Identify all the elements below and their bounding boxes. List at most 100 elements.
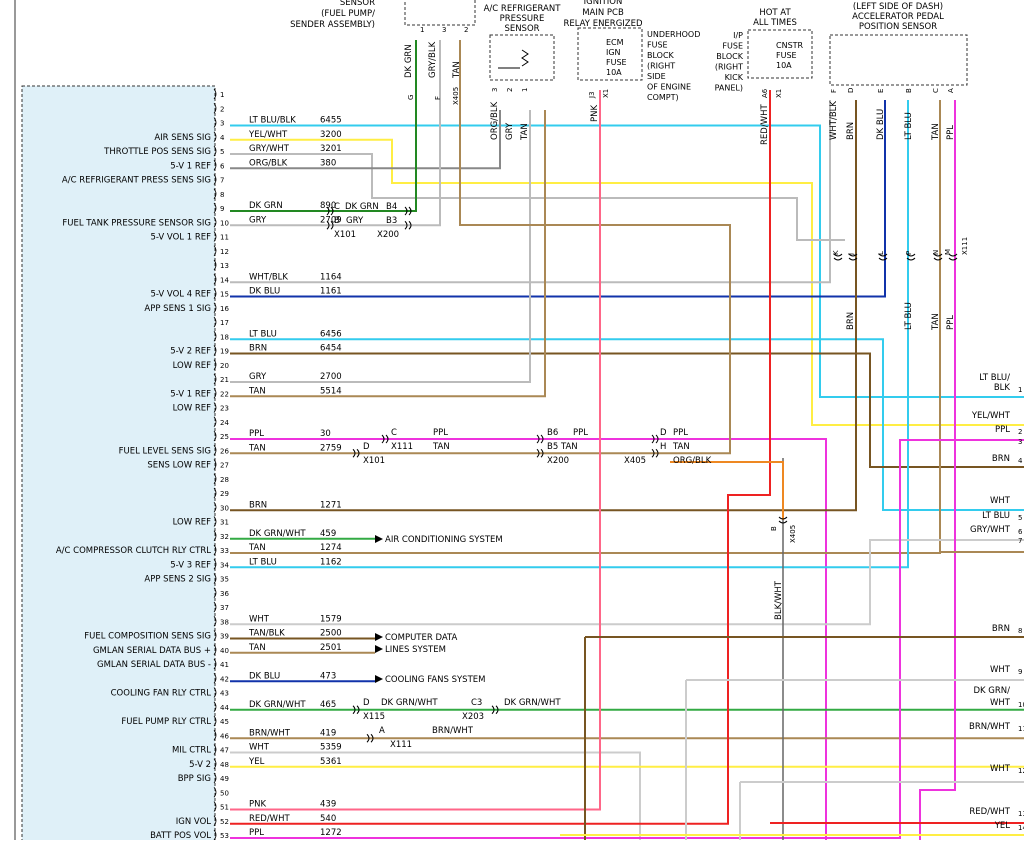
fuel-pump-pin: 3: [442, 26, 446, 34]
pin-number: 4: [220, 134, 225, 142]
ecm-wire-21: [230, 110, 531, 383]
ac-wire-label: ORG/BLK: [490, 101, 500, 140]
app-inline-connector: [933, 253, 943, 261]
pin-number: 16: [220, 305, 229, 313]
inline-label-b5: B5 TAN: [547, 442, 578, 452]
ecm-wire-14: [230, 100, 831, 284]
right-number: 6: [1018, 528, 1023, 536]
pin-label: GMLAN SERIAL DATA BUS +: [93, 646, 211, 656]
pin-number: 53: [220, 832, 229, 840]
circuit-number: 1579: [320, 614, 342, 624]
ac-wire-label: GRY: [505, 122, 515, 140]
circuit-number: 2759: [320, 443, 342, 453]
circuit-number: 5359: [320, 743, 342, 753]
ignition-wire-label: PNK: [590, 105, 600, 122]
right-label: BRN: [992, 624, 1010, 634]
inline-connector: [326, 206, 334, 216]
inline-connector: [352, 705, 360, 715]
circuit-number: 1161: [320, 287, 342, 297]
wire-color: GRY: [249, 215, 267, 225]
wire-color: LT BLU/BLK: [249, 116, 296, 126]
circuit-number: 3201: [320, 144, 342, 154]
ip-fuse-text: PANEL): [715, 84, 743, 93]
pin-label: 5-V VOL 1 REF: [150, 233, 211, 243]
wire-color: DK GRN/WHT: [249, 529, 306, 539]
right-label: WHT: [990, 698, 1011, 708]
pin-number: 46: [220, 732, 229, 740]
app-cavity: M: [944, 249, 952, 255]
right-number: 8: [1018, 627, 1022, 635]
pin-label: BPP SIG: [178, 774, 211, 784]
ignition-pin: J3: [588, 91, 596, 99]
underhood-text: FUSE: [647, 41, 668, 50]
circuit-number: 2700: [320, 372, 342, 382]
right-label: LT BLU/: [979, 373, 1010, 383]
arrow-icon: [375, 535, 383, 543]
app-pin: C: [932, 88, 940, 93]
app-pin: E: [877, 89, 885, 93]
wire-color: DK BLU: [249, 287, 280, 297]
pin-bracket: [213, 744, 217, 755]
right-label: BRN: [992, 454, 1010, 464]
ecm-wire-10: [230, 40, 441, 227]
fuel-pump-pin: 2: [464, 26, 468, 34]
pin-label: FUEL TANK PRESSURE SENSOR SIG: [62, 218, 211, 228]
ignition-fuse-text: 10A: [606, 68, 622, 77]
ecm-wire-22: [230, 110, 546, 398]
pin-bracket: [213, 772, 217, 784]
circuit-number: 6456: [320, 329, 342, 339]
app-pin: B: [905, 88, 913, 93]
inline-label-ppl2: PPL: [573, 428, 588, 438]
inline-label-b: B: [334, 216, 340, 226]
inline-label-x200b: X200: [547, 456, 569, 466]
ignition-title: IGNITION: [584, 0, 623, 7]
underhood-text: SIDE: [647, 72, 666, 81]
inline-label-orgblk: ORG/BLK: [673, 456, 712, 466]
circuit-number: 6454: [320, 344, 342, 354]
pin-number: 9: [220, 205, 224, 213]
pin-number: 1: [220, 91, 224, 99]
underhood-text: OF ENGINE: [647, 83, 691, 92]
right-number: 11: [1018, 725, 1024, 733]
ecm-wire-19: [230, 352, 1024, 468]
ecm-wire-26: [230, 40, 731, 455]
app-title: ACCELERATOR PEDAL: [852, 12, 944, 22]
inline-label-b4: B4: [386, 202, 397, 212]
right-label: PPL: [995, 425, 1010, 435]
app-title: POSITION SENSOR: [859, 22, 937, 32]
pin-number: 6: [220, 162, 225, 170]
app-ppl-wire: [919, 100, 956, 840]
app-cavity: J: [847, 253, 855, 256]
pin-number: 50: [220, 789, 229, 797]
circuit-number: 5361: [320, 757, 342, 767]
ac-sensor-symbol: [498, 49, 529, 69]
fuel-pump-box: [404, 0, 476, 26]
pin-label: LOW REF: [173, 404, 212, 414]
cavity-g: G: [407, 95, 415, 100]
wire-color: DK GRN/WHT: [249, 700, 306, 710]
inline-label-b3: B3: [386, 216, 397, 226]
pin-bracket: [213, 373, 217, 385]
inline-label-d3: D: [363, 698, 370, 708]
inline-label-x111: X111: [391, 442, 413, 452]
pin-label: 5-V 2 REF: [170, 347, 211, 357]
pin-number: 35: [220, 576, 229, 584]
wire-color: DK GRN: [249, 201, 283, 211]
ignition-connector: X1: [602, 89, 610, 98]
pin-bracket: [213, 302, 217, 313]
app-wire-label: TAN: [931, 123, 941, 141]
arrow-icon: [375, 645, 383, 653]
circuit-number: 473: [320, 671, 336, 681]
pin-label: GMLAN SERIAL DATA BUS -: [97, 660, 211, 670]
wire-color: WHT: [249, 743, 270, 753]
connector-x405-top: X405: [452, 87, 460, 105]
pin-bracket: [213, 587, 217, 598]
pin-number: 12: [220, 248, 229, 256]
fuel-pump-wire-label: TAN: [452, 61, 462, 79]
pin-number: 41: [220, 661, 229, 669]
inline-connector: [536, 434, 544, 444]
inline-label-lines: LINES SYSTEM: [385, 645, 446, 655]
app-wire-label: BRN: [846, 122, 856, 140]
